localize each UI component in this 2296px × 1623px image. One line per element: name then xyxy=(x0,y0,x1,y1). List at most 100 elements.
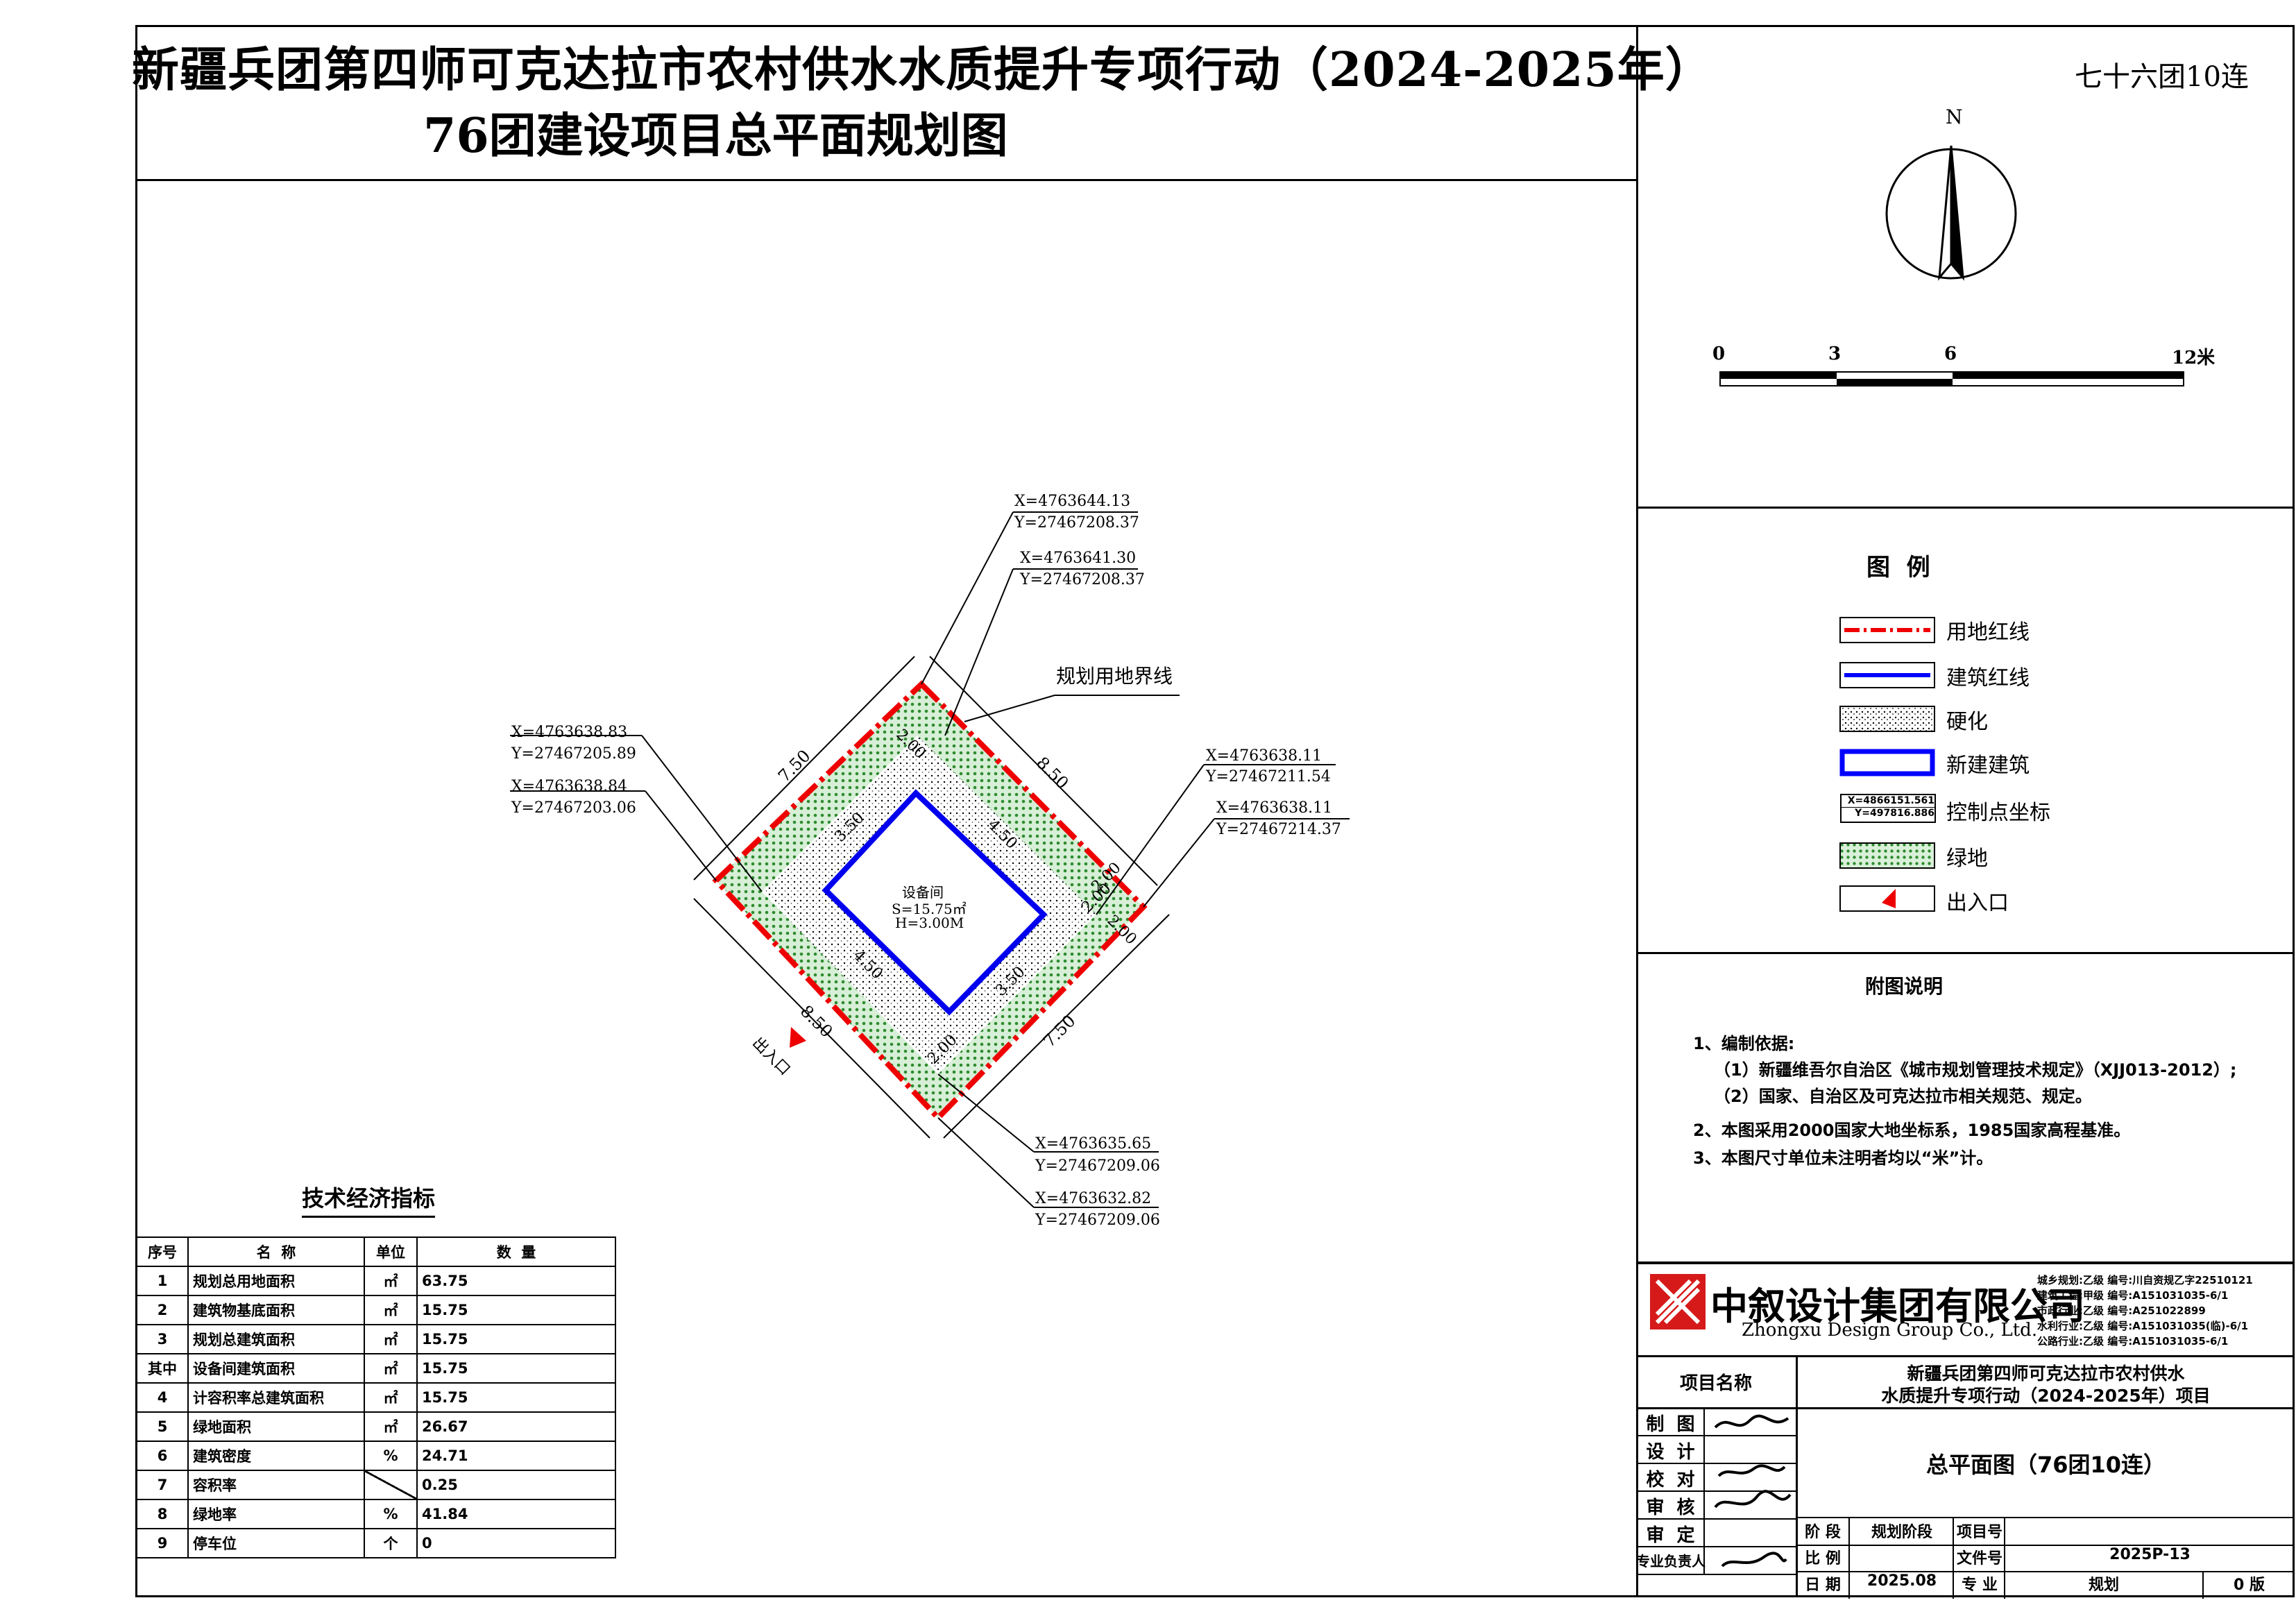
row-value: 15.75 xyxy=(416,1353,616,1384)
date-value: 2025.08 xyxy=(1866,1572,1937,1590)
scale-tick-3: 3 xyxy=(1828,343,1842,364)
qual-line: 城乡规划:乙级 编号:川自资规乙字22510121 xyxy=(2037,1274,2253,1286)
legend-coordinate-x: X=4866151.561 xyxy=(1842,795,1934,808)
building-area: S=15.75㎡ xyxy=(892,901,967,917)
version: 0 版 xyxy=(2234,1577,2265,1594)
row-value: 63.75 xyxy=(416,1266,616,1296)
header-cell: 数 量 xyxy=(416,1237,616,1267)
row-no: 其中 xyxy=(136,1353,189,1384)
building-name: 设备间 xyxy=(902,884,944,901)
row-name: 停车位 xyxy=(187,1528,365,1558)
scale-bar xyxy=(1719,371,2184,386)
stage-value: 规划阶段 xyxy=(1871,1524,1932,1541)
coord-1-y: Y=27467208.37 xyxy=(1014,514,1139,532)
coord-5-x: X=4763638.11 xyxy=(1206,747,1323,765)
row-no: 9 xyxy=(136,1528,189,1558)
header-cell: 单位 xyxy=(364,1237,418,1267)
row-unit: % xyxy=(364,1441,418,1471)
row-value: 24.71 xyxy=(416,1441,616,1471)
row-value: 41.84 xyxy=(416,1499,616,1529)
role-design: 设 计 xyxy=(1646,1442,1695,1463)
major-value: 规划 xyxy=(2088,1577,2119,1594)
legend-coordinate-icon: X=4866151.561 Y=497816.886 xyxy=(1840,794,1936,823)
note-line-4: 2、本图采用2000国家大地坐标系，1985国家高程基准。 xyxy=(1693,1121,2131,1140)
coord-7-y: Y=27467209.06 xyxy=(1035,1157,1160,1175)
row-value: 26.67 xyxy=(416,1411,616,1442)
table-row: 其中 设备间建筑面积 ㎡ 15.75 xyxy=(136,1353,616,1384)
entrance-marker-icon xyxy=(790,1027,806,1048)
qual-line: 市政行业:乙级 编号:A251022899 xyxy=(2037,1305,2206,1317)
row-name: 规划总用地面积 xyxy=(187,1266,365,1296)
table-row: 9 停车位 个 0 xyxy=(136,1528,616,1558)
project-name-label: 项目名称 xyxy=(1679,1373,1752,1394)
legend-label-coordinate: 控制点坐标 xyxy=(1946,801,2050,825)
date-label: 日 期 xyxy=(1805,1577,1841,1594)
coord-2-y: Y=27467208.37 xyxy=(1020,571,1145,588)
table-row: 1 规划总用地面积 ㎡ 63.75 xyxy=(136,1266,616,1296)
legend-label-blue-line: 建筑红线 xyxy=(1946,666,2030,690)
north-arrow-icon xyxy=(1885,145,2017,281)
north-label: N xyxy=(1946,105,1963,128)
row-no: 4 xyxy=(136,1382,189,1413)
row-unit: ㎡ xyxy=(364,1266,418,1296)
coord-5-y: Y=27467211.54 xyxy=(1206,768,1331,785)
table-row: 7 容积率 0.25 xyxy=(136,1470,616,1500)
company-quals: 城乡规划:乙级 编号:川自资规乙字22510121 建筑工程:甲级 编号:A15… xyxy=(2037,1273,2253,1349)
legend-stipple-icon xyxy=(1839,706,1935,732)
coord-7-x: X=4763635.65 xyxy=(1035,1135,1152,1153)
coord-8-x: X=4763632.82 xyxy=(1035,1190,1152,1207)
stage-label: 阶 段 xyxy=(1805,1524,1841,1541)
coord-2-x: X=4763641.30 xyxy=(1020,550,1137,567)
header-cell: 序号 xyxy=(136,1237,189,1267)
row-unit-slash xyxy=(364,1470,418,1500)
row-unit: ㎡ xyxy=(364,1353,418,1384)
legend-label-red-line: 用地红线 xyxy=(1946,620,2030,645)
table-row: 2 建筑物基底面积 ㎡ 15.75 xyxy=(136,1295,616,1325)
legend-green-icon xyxy=(1839,842,1935,869)
drawing-name: 总平面图（76团10连） xyxy=(1925,1452,2166,1478)
role-review: 审 核 xyxy=(1646,1497,1695,1518)
scale-tick-0: 0 xyxy=(1712,343,1726,364)
legend-label-stipple: 硬化 xyxy=(1946,710,1988,734)
coord-1-x: X=4763644.13 xyxy=(1014,493,1131,510)
legend-label-building: 新建建筑 xyxy=(1946,754,2030,778)
legend-entrance-icon xyxy=(1839,885,1935,912)
row-name: 绿地面积 xyxy=(187,1411,365,1442)
company-row-divider xyxy=(1636,1355,2295,1357)
row-unit: ㎡ xyxy=(364,1382,418,1413)
role-lead: 专业负责人 xyxy=(1636,1553,1706,1570)
qual-line: 建筑工程:甲级 编号:A151031035-6/1 xyxy=(2037,1289,2229,1302)
company-name-cn: 中叙设计集团有限公司 xyxy=(1710,1284,2085,1328)
side-panel xyxy=(1636,25,2295,1597)
tech-table: 序号 名 称 单位 数 量 1 规划总用地面积 ㎡ 63.75 2 建筑物基底面… xyxy=(136,1237,616,1558)
scale-label: 比 例 xyxy=(1805,1550,1841,1567)
row-unit: % xyxy=(364,1499,418,1529)
coord-8-y: Y=27467209.06 xyxy=(1035,1212,1160,1229)
boundary-label: 规划用地界线 xyxy=(1056,665,1173,688)
company-logo-icon xyxy=(1650,1274,1706,1329)
qual-line: 公路行业:乙级 编号:A151031035-6/1 xyxy=(2037,1335,2229,1348)
divider-legend xyxy=(1636,507,2295,509)
table-row: 6 建筑密度 % 24.71 xyxy=(136,1441,616,1471)
row-value: 0.25 xyxy=(416,1470,616,1500)
row-no: 8 xyxy=(136,1499,189,1529)
row-unit: ㎡ xyxy=(364,1411,418,1442)
title-line-1: 新疆兵团第四师可克达拉市农村供水水质提升专项行动（2024-2025年） xyxy=(132,42,1713,98)
note-line-5: 3、本图尺寸单位未注明者均以“米”计。 xyxy=(1693,1148,1993,1168)
row-name: 建筑密度 xyxy=(187,1441,365,1471)
project-name-line-2: 水质提升专项行动（2024-2025年）项目 xyxy=(1881,1386,2211,1406)
scale-tick-6: 6 xyxy=(1944,343,1957,364)
role-check: 校 对 xyxy=(1646,1470,1695,1490)
building-height: H=3.00M xyxy=(895,915,964,931)
title-line-2: 76团建设项目总平面规划图 xyxy=(423,108,1008,164)
tech-table-header: 序号 名 称 单位 数 量 xyxy=(136,1237,616,1267)
row-name: 计容积率总建筑面积 xyxy=(187,1382,365,1413)
project-row-divider xyxy=(1636,1407,2295,1409)
scale-tick-12: 12米 xyxy=(2172,348,2216,368)
row-no: 7 xyxy=(136,1470,189,1500)
header-cell: 名 称 xyxy=(187,1237,365,1267)
row-unit: ㎡ xyxy=(364,1324,418,1354)
red-land-boundary xyxy=(712,680,1148,1122)
role-approve: 审 定 xyxy=(1646,1525,1695,1546)
file-no: 2025P-13 xyxy=(2109,1546,2191,1563)
